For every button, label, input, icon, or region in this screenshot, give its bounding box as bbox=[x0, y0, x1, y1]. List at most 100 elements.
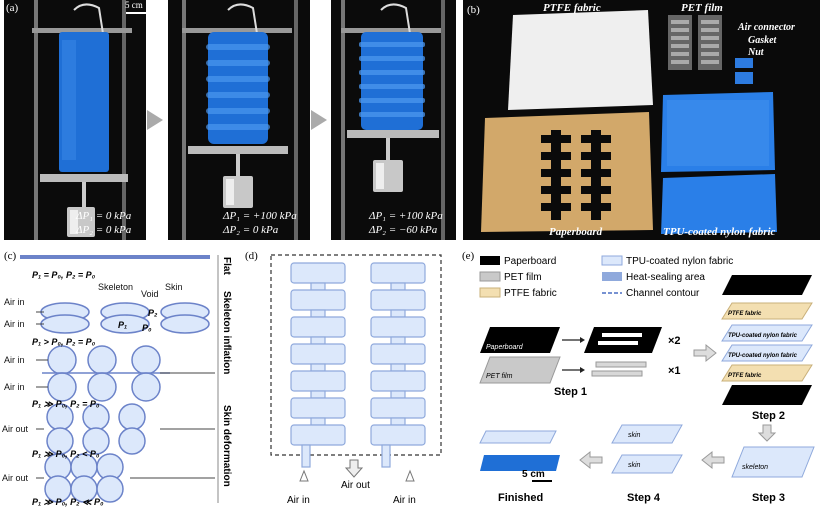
air-in-label: Air in bbox=[4, 297, 25, 307]
cut-pet-pieces bbox=[591, 361, 647, 377]
legend-swatch-pet bbox=[479, 271, 501, 282]
channel-cell bbox=[370, 289, 426, 311]
equation-label: P₁ = P₀, P₂ = P₀ bbox=[32, 270, 96, 280]
flat-stage-label: Flat bbox=[221, 257, 232, 275]
air-in-left-label: Air in bbox=[287, 495, 310, 506]
equation-label: P₁ ≫ P₀, P₂ ≪ P₀ bbox=[32, 497, 104, 507]
channel-link bbox=[310, 336, 326, 345]
channel-link bbox=[310, 390, 326, 399]
tpu-label: TPU-coated nylon fabric bbox=[663, 226, 776, 238]
channel-link bbox=[310, 417, 326, 426]
bag-flat-illustration bbox=[32, 0, 132, 240]
air-out-label: Air out bbox=[2, 473, 29, 483]
channel-cell bbox=[370, 424, 426, 446]
void-label: Void bbox=[141, 289, 159, 299]
pet-sheet bbox=[479, 356, 561, 384]
channel-cell bbox=[370, 316, 426, 338]
nut-label: Nut bbox=[748, 47, 764, 58]
channel-link bbox=[310, 282, 326, 291]
photo-a3: ΔP₁ = +100 kPa ΔP₂ = −60 kPa bbox=[331, 0, 456, 240]
pressure-p2-label: ΔP₂ = 0 kPa bbox=[223, 224, 279, 236]
photo-a2: ΔP₁ = +100 kPa ΔP₂ = 0 kPa bbox=[168, 0, 310, 240]
bag-deformed-illustration bbox=[341, 0, 445, 240]
equation-label: P₁ ≫ P₀, P₂ < P₀ bbox=[32, 449, 100, 459]
cross-section-row bbox=[40, 302, 210, 334]
channel-link bbox=[390, 390, 406, 399]
arrow-right-icon bbox=[147, 110, 163, 130]
panel-label-e: (e) bbox=[462, 250, 475, 262]
gasket-label: Gasket bbox=[748, 35, 777, 46]
channel-contour bbox=[270, 254, 442, 456]
step3-label: Step 3 bbox=[752, 492, 785, 504]
stack-layer-label: TPU-coated nylon fabric bbox=[728, 353, 798, 359]
skin-deformation-label: Skin deformation bbox=[221, 405, 232, 487]
legend-swatch-ptfe bbox=[479, 287, 501, 298]
channel-cell bbox=[290, 397, 346, 419]
channel-link bbox=[390, 282, 406, 291]
pressure-p2-label: ΔP₂ = −60 kPa bbox=[369, 224, 438, 236]
cross-section-row bbox=[44, 453, 124, 503]
arrow-right-icon bbox=[693, 343, 717, 363]
inlet-stem bbox=[381, 444, 391, 468]
panel-label-d: (d) bbox=[245, 250, 258, 262]
skin-text: skin bbox=[628, 462, 641, 469]
ptfe-label: PTFE fabric bbox=[543, 2, 601, 14]
pet-sheet-label: PET film bbox=[486, 373, 513, 380]
stack-layer-label: PTFE fabric bbox=[728, 373, 762, 379]
channel-link bbox=[310, 363, 326, 372]
channel-cell bbox=[290, 424, 346, 446]
paperboard-sheet-label: Paperboard bbox=[486, 344, 524, 351]
assembly-box bbox=[611, 424, 683, 474]
channel-cell bbox=[370, 397, 426, 419]
panel-d-diagram: (d) Air out Air in Air in bbox=[245, 250, 442, 506]
air-in-label: Air in bbox=[4, 382, 25, 392]
stack-layer-label: PTFE fabric bbox=[728, 311, 762, 317]
skeleton-text: skeleton bbox=[742, 464, 768, 471]
legend-swatch-tpu bbox=[601, 255, 623, 266]
equation-label: P₁ > P₀, P₂ = P₀ bbox=[32, 337, 96, 347]
p0-label: P₀ bbox=[142, 323, 152, 333]
air-in-label: Air in bbox=[4, 319, 25, 329]
cut-paperboard-sheet bbox=[584, 327, 662, 353]
channel-cell bbox=[290, 316, 346, 338]
arrow-down-icon bbox=[757, 424, 777, 442]
p2-label: P₂ bbox=[148, 308, 158, 318]
paperboard-sheet bbox=[480, 327, 560, 353]
photo-a1: 5 cm ΔP₁ = 0 kPa ΔP₂ = 0 kPa bbox=[4, 0, 146, 240]
panel-label-c: (c) bbox=[4, 250, 17, 262]
scale-bar bbox=[126, 12, 146, 14]
channel-cell bbox=[370, 262, 426, 284]
panel-c-diagram: (c) Air in Air in bbox=[2, 250, 232, 507]
finished-diagram bbox=[479, 430, 557, 444]
materials-illustration bbox=[481, 10, 777, 234]
channel-link bbox=[390, 309, 406, 318]
finished-label: Finished bbox=[498, 492, 543, 504]
air-in-label: Air in bbox=[4, 355, 25, 365]
finished-photo bbox=[480, 455, 560, 471]
step4-label: Step 4 bbox=[627, 492, 661, 504]
photo-b-materials: (b) PTFE fabric PET film Air connector G… bbox=[463, 0, 820, 240]
step1-label: Step 1 bbox=[554, 386, 587, 398]
panel-label-b: (b) bbox=[467, 4, 480, 16]
air-connector-label: Air connector bbox=[738, 22, 795, 33]
channel-link bbox=[310, 309, 326, 318]
stack-layer-label: TPU-coated nylon fabric bbox=[728, 333, 798, 339]
channel-cell bbox=[290, 370, 346, 392]
pressure-p1-label: ΔP₁ = +100 kPa bbox=[369, 210, 443, 222]
skeleton-inflation-label: Skeleton inflation bbox=[221, 291, 232, 374]
arrow-left-icon bbox=[579, 450, 603, 470]
channel-cell bbox=[290, 262, 346, 284]
layer-stack bbox=[721, 275, 813, 405]
channel-link bbox=[390, 417, 406, 426]
pressure-p1-label: ΔP₁ = +100 kPa bbox=[223, 210, 297, 222]
air-out-label: Air out bbox=[2, 424, 29, 434]
legend-ptfe: PTFE fabric bbox=[504, 288, 557, 299]
air-out-label: Air out bbox=[341, 480, 370, 491]
bag-inflated-illustration bbox=[182, 0, 298, 240]
channel-cell bbox=[370, 370, 426, 392]
cross-section-row bbox=[47, 345, 161, 402]
multiplier-x1: ×1 bbox=[668, 365, 681, 377]
legend-heat: Heat-sealing area bbox=[626, 272, 705, 283]
arrow-right-icon bbox=[311, 110, 327, 130]
legend-swatch-paperboard bbox=[480, 256, 500, 265]
